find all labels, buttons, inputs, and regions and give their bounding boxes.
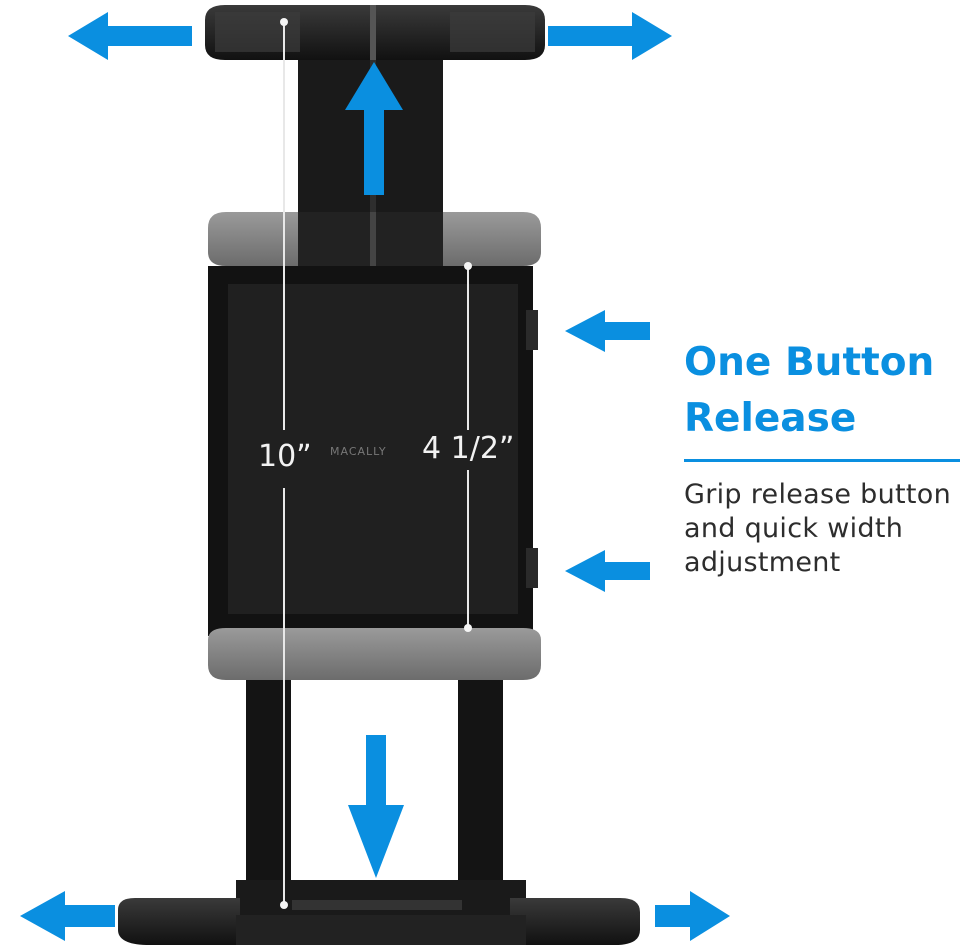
holder-body <box>208 266 538 636</box>
bottom-legs <box>118 680 640 945</box>
release-button-top <box>526 310 538 350</box>
arrow-left-icon <box>20 891 115 941</box>
arrow-right-icon <box>548 12 672 60</box>
description: Grip release button and quick width adju… <box>684 478 960 580</box>
brand-logo: MACALLY <box>330 445 387 458</box>
arrow-left-icon <box>565 310 650 352</box>
divider <box>684 459 960 462</box>
headline-line-2: Release <box>684 396 857 441</box>
description-line-2: and quick width <box>684 513 904 544</box>
arrow-up-icon <box>345 62 403 195</box>
bottom-grip-ghost <box>208 628 541 680</box>
height-dimension-label: 10” <box>258 439 312 474</box>
arrow-left-icon <box>565 550 650 592</box>
release-button-bottom <box>526 548 538 588</box>
description-line-3: adjustment <box>684 547 841 578</box>
description-line-1: Grip release button <box>684 479 952 510</box>
arrow-left-icon <box>68 12 192 60</box>
top-grip-ghost <box>208 212 541 266</box>
dimension-lines <box>280 18 472 909</box>
arrow-down-icon <box>348 735 404 878</box>
headline-line-1: One Button <box>684 340 935 385</box>
width-dimension-label: 4 1/2” <box>422 431 514 466</box>
callout-panel: One Button Release Grip release button a… <box>684 335 960 580</box>
arrow-right-icon <box>655 891 730 941</box>
